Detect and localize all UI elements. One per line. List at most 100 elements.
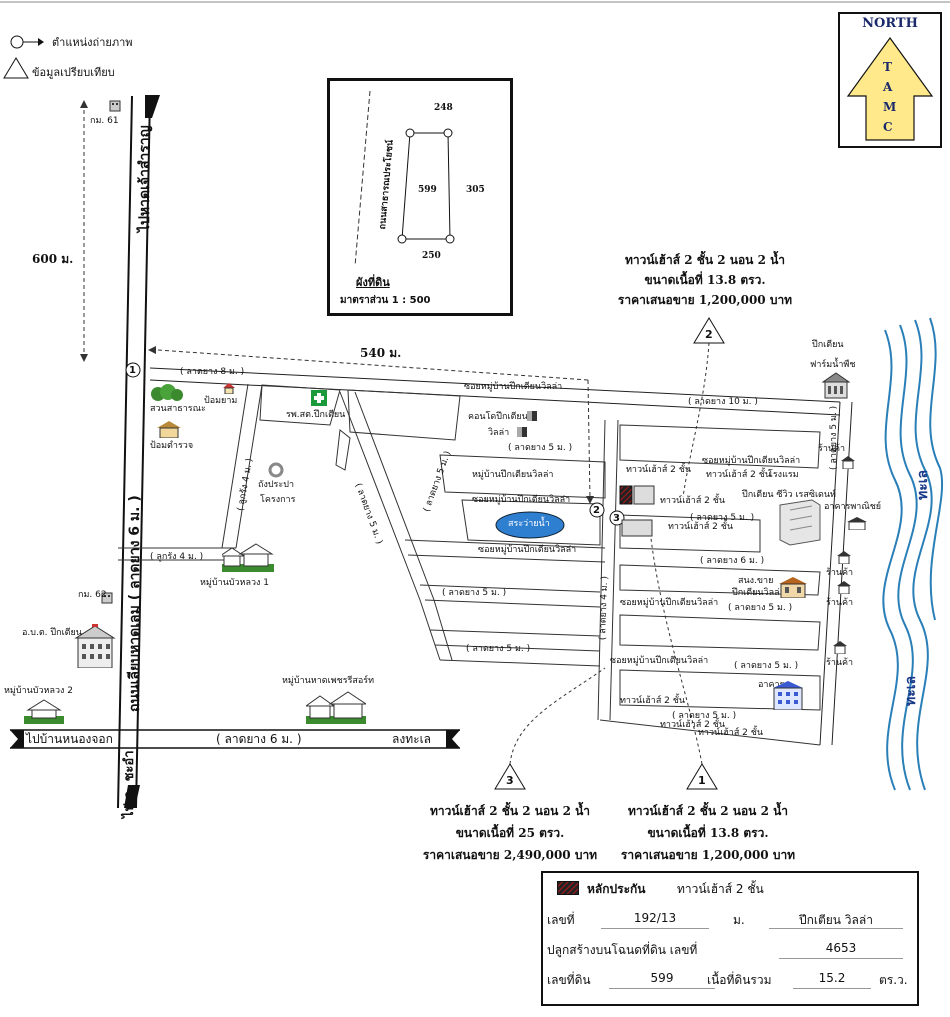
photo-point-3: 3: [613, 513, 620, 524]
townhouse-label-a: ทาวน์เฮ้าส์ 2 ชั้น: [626, 465, 692, 475]
townhouse-label-g: ทาวน์เฮ้าส์ 2 ชั้น: [698, 728, 764, 738]
site-plan-inset: ถนนสาธารณประโยชน์ 248 599 305 250 ผังที่…: [327, 78, 513, 316]
police-post-label: ป้อมตำรวจ: [150, 441, 194, 451]
km-62-label: กม. 62: [78, 590, 107, 600]
tree-icon: [151, 384, 183, 401]
km-61-label: กม. 61: [90, 116, 119, 126]
villa-label: วิลล่า: [488, 428, 510, 438]
north-logo: NORTH T A M C: [838, 12, 942, 148]
site-plan-num-center: 599: [418, 185, 437, 195]
townhouse-label-f: ทาวน์เฮ้าส์ 2 ชั้น: [660, 720, 726, 730]
site-plan-num-right: 305: [466, 185, 485, 195]
asphalt-label-2: ( ลาดยาง 5 ม. ): [690, 513, 755, 523]
to-ban-nong-chok: ไปบ้านหนองจอก: [26, 732, 113, 746]
site-plan-scale: มาตราส่วน 1 : 500: [340, 295, 431, 306]
hospital-label: รพ.สต.ปึกเตียน: [286, 410, 346, 420]
bottom-road-label: ( ลาดยาง 6 ม. ): [216, 732, 302, 746]
north-title: NORTH: [862, 16, 918, 31]
collateral-type: ทาวน์เฮ้าส์ 2 ชั้น: [677, 882, 764, 896]
site-plan-num-bottom: 250: [422, 251, 441, 261]
site-plan-caption: ผังที่ดิน: [356, 276, 390, 289]
sea-label-bottom: ทะเล: [903, 675, 919, 706]
building-icon: [109, 100, 121, 112]
to-sea-label: ลงทะเล: [392, 732, 432, 746]
asphalt-label-vert-3: ( ลาดยาง 4 ม. ): [598, 575, 611, 641]
asphalt-label-7: ( ลาดยาง 5 ม. ): [672, 711, 737, 721]
comparison-2-line2: ขนาดเนื้อที่ 13.8 ตรว.: [644, 273, 766, 287]
water-tank-graphic: [268, 462, 284, 478]
building-icon: [527, 411, 537, 421]
collateral-land-no-value: 599: [609, 971, 715, 989]
townhouse-label-e: ทาวน์เฮ้าส์ 2 ชั้น: [620, 696, 686, 706]
farm-building-icon: [822, 372, 850, 399]
comparison-3-line2: ขนาดเนื้อที่ 25 ตรว.: [455, 826, 565, 840]
top-road-right: ( ลาดยาง 10 ม. ): [688, 397, 758, 407]
comparison-markers: [494, 317, 725, 790]
village-hat-phet-label: หมู่บ้านหาดเพชรรีสอร์ท: [282, 676, 375, 686]
soi-label-6: ซอยหมู่บ้านปึกเตียนวิลล่า: [610, 656, 709, 666]
store-icon: [847, 517, 867, 530]
village-bua-luang-1-label: หมู่บ้านบัวหลวง 1: [200, 578, 270, 588]
village-icon: [222, 543, 274, 572]
north-letter-a: A: [883, 80, 893, 94]
collateral-no-value: 192/13: [601, 911, 709, 929]
village-icon: [306, 691, 366, 724]
soi-label-3: ซอยหมู่บ้านปึกเตียนวิลล่า: [478, 545, 577, 555]
comparison-3-line1: ทาวน์เฮ้าส์ 2 ชั้น 2 นอน 2 น้ำ: [429, 804, 591, 818]
sea-label-top: ทะเล: [915, 469, 931, 500]
village-icon: [24, 699, 64, 724]
comparison-1-line1: ทาวน์เฮ้าส์ 2 ชั้น 2 นอน 2 น้ำ: [627, 804, 789, 818]
collateral-building: [619, 485, 633, 505]
north-letter-m: M: [883, 100, 897, 114]
collateral-area-label: เนื้อที่ดินรวม: [707, 973, 772, 987]
north-arrow-icon: [846, 36, 934, 141]
store-icon: [833, 641, 847, 654]
comparison-3-line3: ราคาเสนอขาย 2,490,000 บาท: [422, 848, 598, 862]
pt-farm-label: ฟาร์มน้ำพืช: [810, 360, 856, 370]
asphalt-label-4: ( ลาดยาง 5 ม. ): [728, 603, 793, 613]
collateral-village-label: ม.: [733, 913, 745, 927]
to-cha-am: ไป อ. ชะอำ: [122, 750, 137, 818]
store-label-4: ร้านค้า: [826, 658, 854, 668]
townhouse-label-b: ทาวน์เฮ้าส์ 2 ชั้น: [706, 470, 772, 480]
distance-lines: [83, 110, 591, 501]
comparison-2-block: ทาวน์เฮ้าส์ 2 ชั้น 2 นอน 2 น้ำ ขนาดเนื้อ…: [610, 250, 800, 310]
sales-office-icon: [779, 577, 807, 598]
legend-comparison-data: ข้อมูลเปรียบเทียบ: [32, 66, 115, 79]
sales-office-label-2: ปึกเตียนวิลล่า: [732, 588, 785, 598]
police-post-icon: [157, 421, 181, 438]
asphalt-label-3: ( ลาดยาง 5 ม. ): [442, 588, 507, 598]
asphalt-label-6m: ( ลาดยาง 6 ม. ): [700, 556, 765, 566]
asphalt-label-5: ( ลาดยาง 5 ม. ): [466, 644, 531, 654]
asphalt-label-6: ( ลาดยาง 5 ม. ): [734, 661, 799, 671]
sea-waves: [882, 317, 944, 791]
building-icon: [101, 592, 113, 604]
comparison-marker-3: 3: [506, 774, 514, 787]
soi-label-4: ซอยหมู่บ้านปึกเตียนวิลล่า: [702, 456, 801, 466]
comparison-2-line1: ทาวน์เฮ้าส์ 2 ชั้น 2 นอน 2 น้ำ: [624, 253, 786, 267]
townhouse-label-d: ทาวน์เฮ้าส์ 2 ชั้น: [668, 522, 734, 532]
north-letter-c: C: [883, 120, 893, 134]
north-letter-t: T: [883, 60, 892, 74]
collateral-no-label: เลขที่: [547, 913, 575, 927]
residence-label: ปึกเตียน ซีวิว เรสซิเดนท์: [742, 490, 836, 500]
sao-office-label: อ.บ.ต. ปึกเตียน: [22, 628, 82, 638]
distance-540: 540 ม.: [360, 346, 402, 360]
collateral-deed-value: 4653: [779, 941, 903, 959]
legend-photo-position: ตำแหน่งถ่ายภาพ: [52, 36, 133, 49]
townhouse-label-c: ทาวน์เฮ้าส์ 2 ชั้น: [660, 496, 726, 506]
comparison-marker-2: 2: [705, 328, 713, 341]
comparison-1-block: ทาวน์เฮ้าส์ 2 ชั้น 2 นอน 2 น้ำ ขนาดเนื้อ…: [610, 800, 806, 866]
house-icon: [223, 383, 235, 394]
right-vertical-road: ( ลาดยาง 5 ม. ): [829, 405, 839, 470]
store-icon: [837, 581, 851, 594]
government-building-icon: [74, 624, 116, 668]
comparison-1-line2: ขนาดเนื้อที่ 13.8 ตรว.: [647, 826, 769, 840]
apartment-icon: [773, 681, 803, 710]
soi-label-2: ซอยหมู่บ้านปึกเตียนวิลล่า: [472, 495, 571, 505]
store-icon: [837, 551, 851, 564]
village-pt-label: หมู่บ้านปึกเตียนวิลล่า: [472, 470, 554, 480]
store-label-2: ร้านค้า: [826, 568, 854, 578]
soi-label-5: ซอยหมู่บ้านปึกเตียนวิลล่า: [620, 598, 719, 608]
village-bua-luang-2-label: หมู่บ้านบัวหลวง 2: [4, 686, 74, 696]
